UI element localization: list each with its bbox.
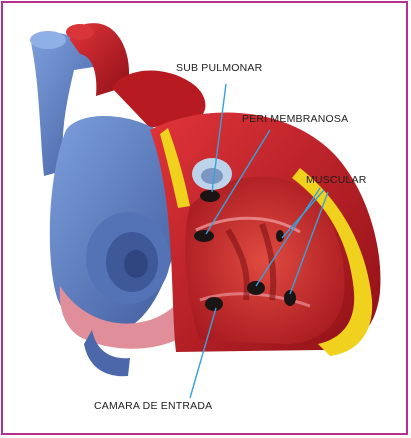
label-muscular: MUSCULAR xyxy=(306,174,367,186)
defect-muscular-3 xyxy=(276,230,284,242)
label-sub-pulmonar: SUB PULMONAR xyxy=(176,62,262,74)
defect-peri-membranosa xyxy=(194,230,214,242)
defect-muscular-1 xyxy=(247,281,265,295)
defect-sub-pulmonar xyxy=(200,190,220,202)
vessel-opening xyxy=(30,31,66,49)
label-camara-de-entrada: CAMARA DE ENTRADA xyxy=(94,400,212,412)
defect-camara-de-entrada xyxy=(205,297,223,311)
aorta-opening xyxy=(66,24,94,40)
label-peri-membranosa: PERI MEMBRANOSA xyxy=(242,113,348,125)
